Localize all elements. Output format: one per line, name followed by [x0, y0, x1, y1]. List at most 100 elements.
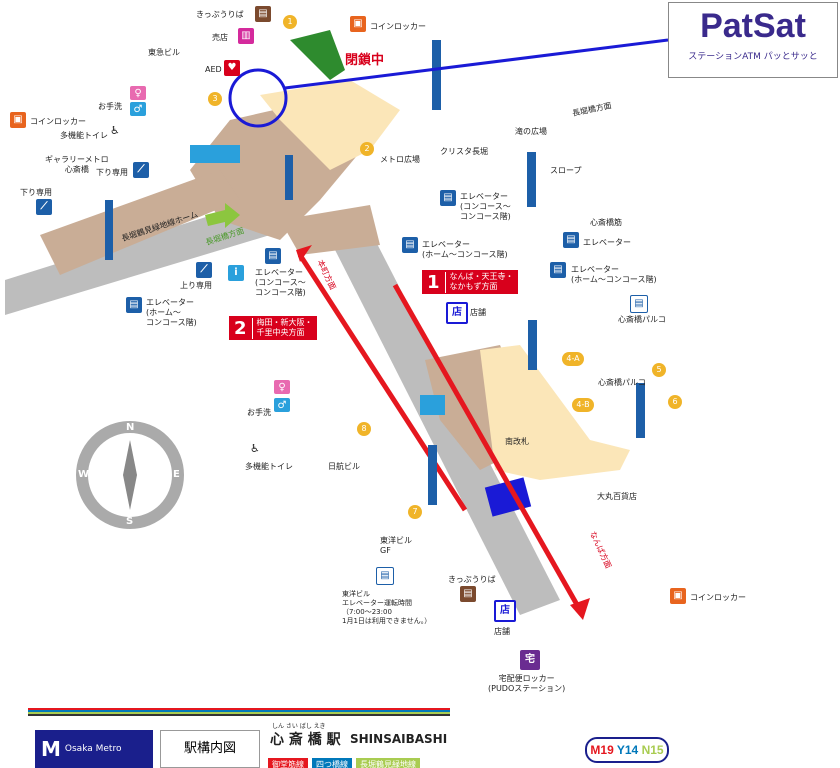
label-parco1: 心斎橋パルコ	[618, 315, 666, 324]
station-name-en: SHINSAIBASHI	[350, 732, 448, 746]
patsat-atm-ad[interactable]: PatSat ステーションATM パッとサッと	[668, 2, 838, 78]
label-up: 上り専用	[180, 281, 212, 290]
exit-badge: 7	[408, 505, 422, 519]
patsat-subtitle: ステーションATM パッとサッと	[688, 52, 818, 62]
nagahori-platform	[5, 200, 270, 315]
exit-badge: 2	[360, 142, 374, 156]
elevator-icon: ▤	[376, 567, 394, 585]
label-nikko: 日航ビル	[328, 462, 360, 471]
elevator-shaft	[528, 320, 537, 370]
elevator-shaft	[428, 445, 437, 505]
code-n: N15	[641, 743, 664, 757]
line-color-stripe	[28, 708, 450, 716]
label-toyo-elev: 東洋ビル エレベーター運転時間 （7:00〜23:00 1月1日は利用できません…	[342, 590, 432, 625]
direction-text: 梅田・新大阪・ 千里中央方面	[256, 318, 313, 337]
escalator-icon: ⟋	[36, 199, 52, 215]
label-taki: 滝の広場	[515, 127, 547, 136]
exit-badge: 8	[357, 422, 371, 436]
elevator-shaft	[527, 152, 536, 207]
accessible-toilet-icon: ♿	[250, 442, 260, 455]
map-title: 駅構内図	[160, 730, 260, 768]
station-name-ja: 心 斎 橋 駅	[270, 732, 341, 748]
patsat-logo: PatSat	[700, 7, 806, 45]
closed-label: 閉鎖中	[345, 53, 385, 68]
elevator-shaft	[636, 383, 645, 438]
label-crysta: クリスタ長堀	[440, 147, 488, 156]
elevator-icon: ▤	[563, 232, 579, 248]
highlight-pointer	[284, 38, 669, 90]
elevator-icon: ▤	[440, 190, 456, 206]
compass: N E S W	[70, 420, 190, 530]
line-tag-nagahori: 長堀鶴見緑地線	[356, 758, 420, 768]
aed-icon: ♥	[224, 60, 240, 76]
line-tag-midosuji: 御堂筋線	[268, 758, 308, 768]
label-toilet-mid: お手洗	[247, 408, 271, 417]
arrow-south	[570, 598, 590, 620]
label-down2: 下り専用	[20, 188, 52, 197]
direction-text: なんば・天王寺・ なかもず方面	[449, 272, 514, 291]
label-slope: スロープ	[550, 166, 582, 175]
female-toilet-icon: ♀	[130, 86, 146, 100]
elevator-shaft	[285, 155, 293, 200]
label-shop-top: 売店	[212, 33, 228, 42]
label-parco2: 心斎橋パルコ	[598, 378, 646, 387]
code-y: Y14	[616, 743, 639, 757]
label-multi-mid: 多機能トイレ	[245, 462, 293, 471]
escalators	[105, 40, 645, 505]
information-icon: i	[228, 265, 244, 281]
elevator-icon: ▤	[126, 297, 142, 313]
map-graphic	[5, 30, 669, 620]
label-aed: AED	[205, 65, 222, 74]
label-tokyu: 東急ビル	[148, 48, 180, 57]
compass-e: E	[173, 469, 180, 480]
elevator-icon: ▤	[550, 262, 566, 278]
line-tag-yotsubashi: 四つ橋線	[312, 758, 352, 768]
station-furigana: しん さい ばし えき	[272, 723, 326, 730]
green-structure	[290, 30, 345, 80]
accessible-toilet-icon: ♿	[110, 124, 120, 137]
label-multi-left: 多機能トイレ	[60, 131, 108, 140]
label-gallery: ギャラリーメトロ 心斎橋	[45, 155, 109, 174]
arrow-north	[296, 245, 312, 262]
exit-badge: 3	[208, 92, 222, 106]
escalator-icon: ⟋	[133, 162, 149, 178]
shop-icon: 店	[494, 600, 516, 622]
label-ticket-bot: きっぷうりば	[448, 575, 496, 584]
pudo-icon: 宅	[520, 650, 540, 670]
elevator-shaft	[105, 200, 113, 260]
ticket-machine-icon: ▤	[255, 6, 271, 22]
concourse-west	[40, 170, 240, 275]
coin-locker-icon: ▣	[10, 112, 26, 128]
label-elev-cc2: エレベーター (コンコース〜 コンコース階)	[255, 268, 306, 297]
ticket-machine-icon: ▤	[460, 586, 476, 602]
compass-w: W	[78, 469, 90, 480]
label-locker-left: コインロッカー	[30, 117, 86, 126]
compass-rose-icon	[76, 421, 184, 529]
female-toilet-icon: ♀	[274, 380, 290, 394]
elevator-icon: ▤	[265, 248, 281, 264]
label-locker-bot: コインロッカー	[690, 593, 746, 602]
highlight-circle	[228, 68, 288, 128]
label-down1: 下り専用	[96, 168, 128, 177]
label-south-gate: 南改札	[505, 437, 529, 446]
toilet-block	[190, 145, 240, 163]
exit-badge: 4-B	[572, 398, 594, 412]
label-elev-r: エレベーター	[583, 238, 631, 247]
brand-text: Osaka Metro	[64, 744, 122, 754]
green-arrow	[205, 203, 240, 228]
elevator-shaft	[432, 40, 441, 110]
label-daimaru: 大丸百貨店	[597, 492, 637, 501]
shop-icon: ▥	[238, 28, 254, 44]
midosuji-line-2	[392, 283, 583, 612]
label-toilet-left: お手洗	[98, 102, 122, 111]
station-codes: M19 Y14 N15	[585, 737, 669, 763]
exit-badge: 4-A	[562, 352, 584, 366]
label-shop-bot: 店舗	[494, 627, 510, 636]
direction-number: 1	[422, 271, 446, 293]
label-elev-hc3: エレベーター (ホーム〜 コンコース階)	[146, 298, 197, 327]
